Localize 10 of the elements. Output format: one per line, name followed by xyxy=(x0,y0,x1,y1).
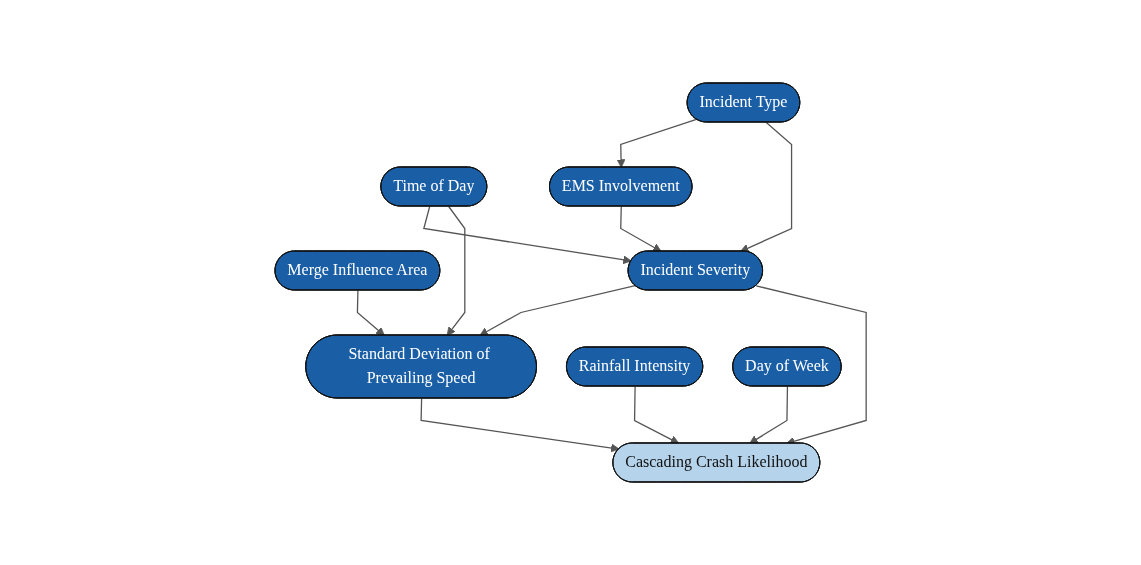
arrow xyxy=(633,385,680,444)
arrow xyxy=(620,205,662,252)
arrow xyxy=(356,289,385,336)
arrow xyxy=(479,284,636,336)
arrow xyxy=(446,205,466,336)
arrow xyxy=(420,397,620,453)
arrow xyxy=(422,205,632,265)
arrow xyxy=(616,118,697,168)
arrow xyxy=(740,121,793,253)
arrow xyxy=(749,385,788,444)
